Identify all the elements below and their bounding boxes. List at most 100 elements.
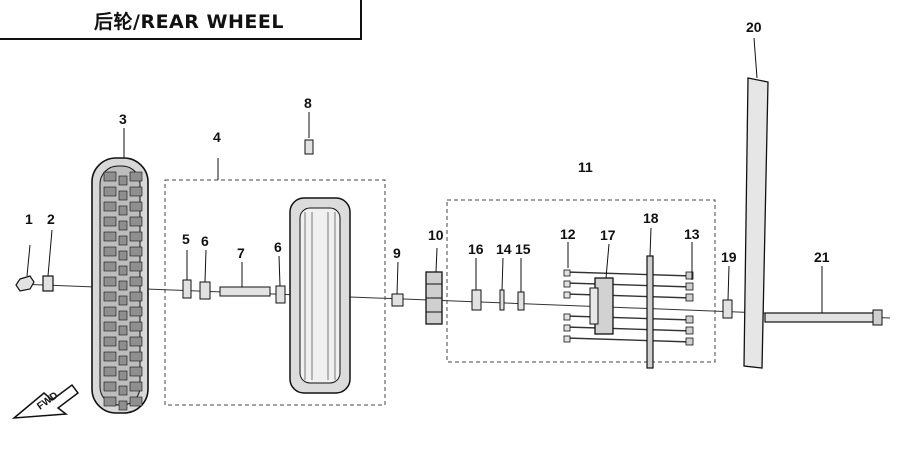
bolt-head <box>685 293 694 302</box>
tread-block <box>118 295 128 306</box>
tread-block <box>103 261 117 272</box>
tread-block <box>118 355 128 366</box>
stud-nut <box>563 335 571 343</box>
tread-block <box>129 396 143 407</box>
tread-block <box>129 366 143 377</box>
callout-4: 4 <box>213 129 221 145</box>
callout-18: 18 <box>643 210 659 226</box>
callout-6-left: 6 <box>201 233 209 249</box>
bolt-shaft <box>565 282 693 288</box>
bolt-head <box>685 337 694 346</box>
tread-block <box>103 291 117 302</box>
bolt-shaft <box>565 271 693 277</box>
callout-12: 12 <box>560 226 576 242</box>
callout-15: 15 <box>515 241 531 257</box>
callout-17: 17 <box>600 227 616 243</box>
tread-block <box>118 340 128 351</box>
axle-part-21 <box>764 266 883 326</box>
tread-block <box>129 231 143 242</box>
callout-19: 19 <box>721 249 737 265</box>
callout-14: 14 <box>496 241 512 257</box>
bearing-part-6-left <box>199 281 211 300</box>
tread-block <box>103 321 117 332</box>
ring-part-14 <box>499 289 505 311</box>
chain-part-20 <box>743 37 769 369</box>
tread-block <box>103 351 117 362</box>
tread-block <box>118 190 128 201</box>
tread-block <box>103 276 117 287</box>
bolt-head <box>685 282 694 291</box>
rim-part-4 <box>217 158 351 394</box>
hub-group-box-11 <box>446 199 716 363</box>
bolt-shaft <box>565 315 693 321</box>
tread-block <box>129 336 143 347</box>
tread-block <box>129 261 143 272</box>
tread-block <box>118 280 128 291</box>
bolt-shaft <box>565 293 693 299</box>
bolt-shaft <box>565 337 693 343</box>
stud-nut <box>563 291 571 299</box>
washer-part-2 <box>42 229 54 292</box>
spacer-part-5 <box>182 279 192 299</box>
tread-block <box>118 370 128 381</box>
tread-block <box>129 276 143 287</box>
bolt-head <box>685 271 694 280</box>
bearing-part-6-right <box>275 285 286 304</box>
seal-part-15 <box>517 291 525 311</box>
callout-7: 7 <box>237 245 245 261</box>
tread-block <box>103 366 117 377</box>
tread-block <box>103 246 117 257</box>
tread-block <box>129 246 143 257</box>
tread-block <box>129 216 143 227</box>
spacer-tube-part-7 <box>219 286 271 297</box>
valve-part-8 <box>304 112 314 155</box>
callout-20: 20 <box>746 19 762 35</box>
tread-block <box>118 250 128 261</box>
tread-block <box>103 186 117 197</box>
tread-block <box>118 385 128 396</box>
sprocket-bolts-12-13 <box>563 269 694 346</box>
stud-nut <box>563 280 571 288</box>
tread-block <box>129 186 143 197</box>
tread-block <box>129 351 143 362</box>
tread-block <box>118 400 128 411</box>
tread-block <box>129 291 143 302</box>
tread-block <box>118 265 128 276</box>
tread-block <box>129 171 143 182</box>
stud-nut <box>563 313 571 321</box>
bolt-head <box>685 326 694 335</box>
tread-block <box>118 235 128 246</box>
callout-11: 11 <box>578 159 593 175</box>
callout-6-right: 6 <box>274 239 282 255</box>
callout-9: 9 <box>393 245 401 261</box>
callout-1: 1 <box>25 211 33 227</box>
stud-nut <box>563 269 571 277</box>
tread-block <box>103 336 117 347</box>
tread-block <box>118 310 128 321</box>
tread-block <box>103 396 117 407</box>
callout-13: 13 <box>684 226 700 242</box>
damper-part-10 <box>425 247 443 325</box>
diagram-title: 后轮/REAR WHEEL <box>94 11 284 33</box>
tread-block <box>129 381 143 392</box>
tread-block <box>118 220 128 231</box>
tire-tread-blocks <box>103 171 143 411</box>
spacer-part-19 <box>722 299 733 319</box>
callout-3: 3 <box>119 111 127 127</box>
callout-16: 16 <box>468 241 484 257</box>
callout-21: 21 <box>814 249 830 265</box>
tread-block <box>103 231 117 242</box>
tread-block <box>103 171 117 182</box>
tread-block <box>129 306 143 317</box>
nut-part-1 <box>15 244 35 292</box>
sprocket-part-18 <box>646 227 654 369</box>
tread-block <box>118 325 128 336</box>
callout-5: 5 <box>182 231 190 247</box>
bolt-head <box>685 315 694 324</box>
tread-block <box>103 216 117 227</box>
tread-block <box>129 321 143 332</box>
stud-nut <box>563 324 571 332</box>
forward-direction-arrow-icon: FWD <box>11 383 80 419</box>
